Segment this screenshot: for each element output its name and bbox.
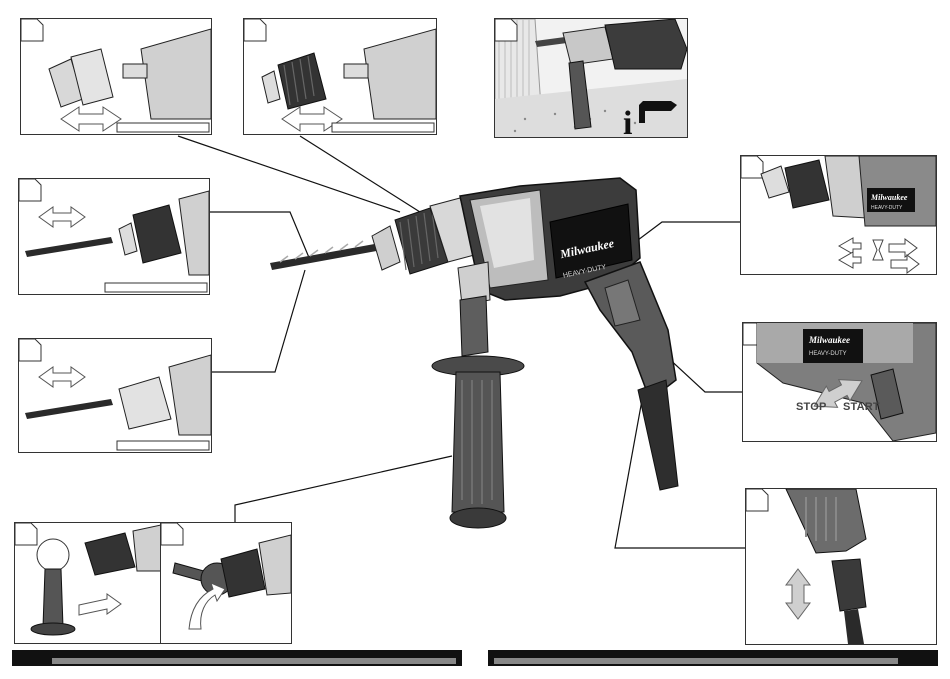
- leader-line-3: [210, 212, 310, 260]
- drill-head: [364, 29, 436, 119]
- page-corner-icon: [19, 339, 41, 361]
- footer-bar-right: [488, 650, 938, 666]
- arrow-right-icon-2: [891, 255, 919, 273]
- page-corner-icon: [15, 523, 37, 545]
- panel-bit-insert-keyed: [18, 338, 212, 453]
- arrow-left-icon: [839, 238, 861, 254]
- start-label: START: [843, 401, 880, 413]
- leader-line-1: [178, 136, 400, 212]
- keyed-chuck: [119, 377, 171, 429]
- brand-logo-small: Milwaukee: [870, 193, 908, 202]
- vertical-double-arrow-icon: [786, 569, 810, 619]
- leader-line-4: [210, 270, 305, 372]
- panel-trigger-art: Milwaukee HEAVY-DUTY: [743, 323, 936, 441]
- drill-bit: [270, 241, 382, 270]
- brand-logo-trigger: Milwaukee: [808, 335, 850, 345]
- panel-chuck-keyed-art: [21, 19, 211, 134]
- page-corner-icon: [495, 19, 517, 41]
- arrow-left-icon-2: [839, 252, 861, 268]
- drill-in-use: [563, 27, 613, 65]
- panel-rotation-direction: Milwaukee HEAVY-DUTY: [740, 155, 937, 275]
- drill-bit-small: [25, 399, 113, 419]
- page-corner-icon: [741, 156, 763, 178]
- drill-head: [141, 29, 211, 119]
- panel-cord-art: [746, 489, 936, 644]
- panel-trigger: Milwaukee HEAVY-DUTY STOP START: [742, 322, 937, 442]
- page-corner-icon: [21, 19, 43, 41]
- keyless-chuck: [278, 53, 326, 109]
- panel-handle-attach-art: [15, 523, 161, 643]
- panel-cord: [745, 488, 937, 645]
- brand-series-small: HEAVY-DUTY: [871, 205, 903, 211]
- page-corner-icon: [746, 489, 768, 511]
- switch-icon: [873, 240, 883, 260]
- stop-label: STOP: [796, 401, 827, 413]
- panel-handle-rotate-art: [161, 523, 291, 643]
- page-corner-icon: [19, 179, 41, 201]
- page-corner-icon: [244, 19, 266, 41]
- info-icon: i: [623, 105, 632, 137]
- panel-chuck-keyless: [243, 18, 437, 135]
- panel-handle-rotate: [160, 522, 292, 644]
- panel-rotation-direction-art: Milwaukee HEAVY-DUTY: [741, 156, 936, 274]
- drill-bit-small: [25, 237, 113, 257]
- panel-chuck-keyless-art: [244, 19, 436, 134]
- panel-depth-stop: i: [494, 18, 688, 138]
- double-arrow-icon: [39, 367, 85, 387]
- brand-series-trigger: HEAVY-DUTY: [809, 351, 847, 357]
- double-arrow-icon: [61, 107, 121, 131]
- leader-line-5: [235, 456, 452, 528]
- panel-bit-insert-keyless: [18, 178, 210, 295]
- arrow-right-icon: [889, 239, 917, 257]
- panel-depth-stop-art: i: [495, 19, 687, 137]
- handle-ring: [37, 539, 69, 571]
- panel-bit-insert-keyless-art: [19, 179, 209, 294]
- panel-handle-attach: [14, 522, 162, 644]
- arrow-right-icon: [79, 594, 121, 615]
- double-arrow-icon: [39, 207, 85, 227]
- cord-plug: [832, 559, 866, 611]
- panel-bit-insert-keyed-art: [19, 339, 211, 452]
- page-corner-icon: [161, 523, 183, 545]
- leader-line-8: [615, 400, 745, 548]
- side-handle: [432, 262, 524, 528]
- panel-chuck-keyed: [20, 18, 212, 135]
- footer-bar-left: [12, 650, 462, 666]
- leader-line-2: [300, 136, 420, 212]
